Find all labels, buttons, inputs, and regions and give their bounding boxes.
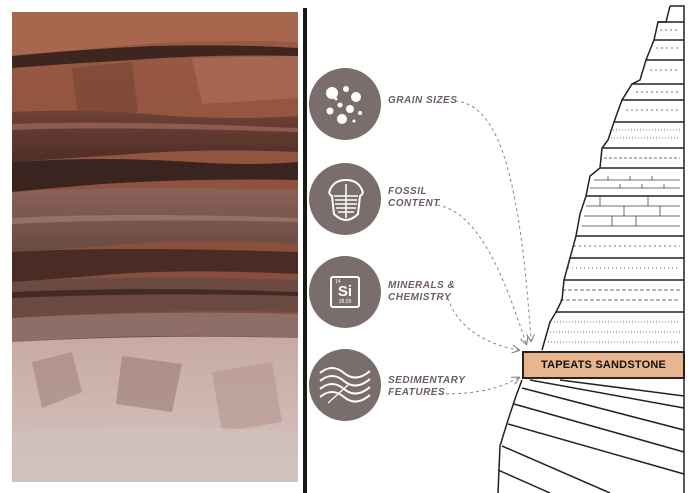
factor-label-minerals-chemistry: MINERALS & CHEMISTRY bbox=[388, 280, 456, 303]
factor-label-grain-sizes: GRAIN SIZES bbox=[388, 95, 458, 106]
stratigraphic-column bbox=[497, 5, 685, 493]
factor-fossil-content bbox=[309, 163, 381, 235]
photo-panel bbox=[0, 0, 307, 493]
cross-bedding-icon bbox=[309, 349, 381, 421]
rock-outcrop-photo bbox=[12, 12, 298, 482]
factor-grain-sizes bbox=[309, 68, 381, 140]
tapeats-sandstone-label: TAPEATS SANDSTONE bbox=[540, 359, 667, 371]
element-symbol: Si bbox=[337, 283, 353, 300]
factor-label-sedimentary-features: SEDIMENTARY FEATURES bbox=[388, 375, 466, 398]
tapeats-sandstone-layer: TAPEATS SANDSTONE bbox=[522, 351, 685, 379]
factor-label-fossil-content: FOSSIL CONTENT bbox=[388, 186, 440, 209]
element-number: 14 bbox=[335, 279, 341, 285]
factor-sedimentary-features bbox=[309, 349, 381, 421]
element-mass: 28.09 bbox=[338, 299, 352, 305]
factor-minerals-chemistry: 14 Si 28.09 bbox=[309, 256, 381, 328]
grain-sizes-icon bbox=[309, 68, 381, 140]
silicon-element-icon: 14 Si 28.09 bbox=[309, 256, 381, 328]
element-tile: 14 Si 28.09 bbox=[330, 276, 360, 308]
trilobite-icon bbox=[309, 163, 381, 235]
